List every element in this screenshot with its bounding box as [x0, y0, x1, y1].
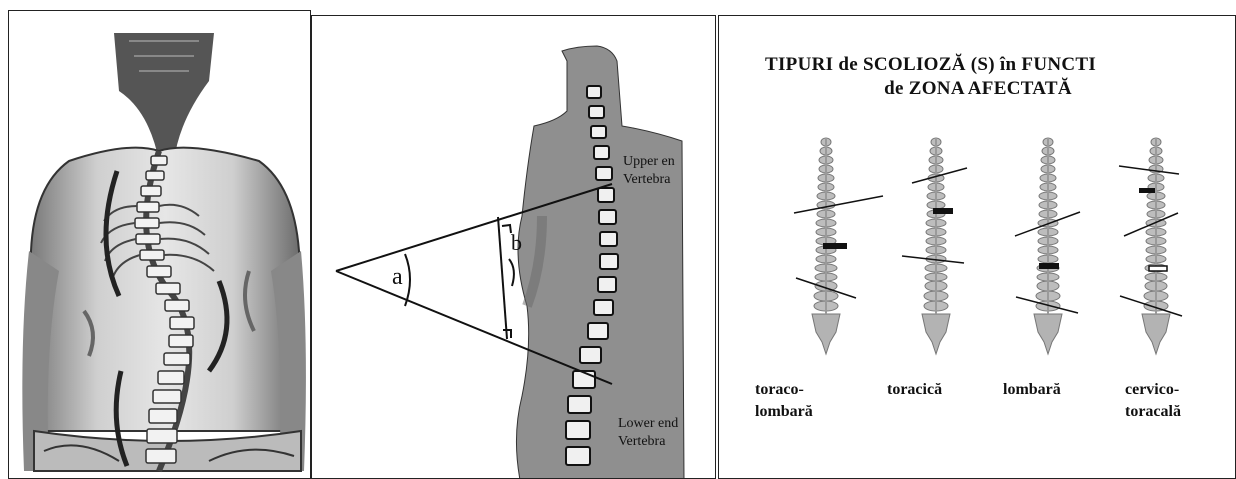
type-label-3: lombară: [1003, 379, 1061, 401]
type-label-2-line1: toracică: [887, 379, 942, 401]
type-label-4: cervico- toracală: [1125, 379, 1181, 423]
lower-end-line1: Lower end: [618, 415, 678, 433]
type-label-4-line1: cervico-: [1125, 379, 1181, 401]
hair: [114, 33, 214, 161]
upper-end-line2: Vertebra: [623, 171, 675, 189]
type-label-1: toraco- lombară: [755, 379, 813, 423]
upper-end-line1: Upper en: [623, 153, 675, 171]
cobb-angle-diagram: a b Upper en Vertebra Lower end Vertebra: [311, 15, 716, 479]
spine-toracica: [902, 138, 967, 354]
type-label-1-line2: lombară: [755, 401, 813, 423]
type-label-3-line1: lombară: [1003, 379, 1061, 401]
spine-lombara: [1015, 138, 1080, 354]
type-label-2: toracică: [887, 379, 942, 401]
type-label-1-line1: toraco-: [755, 379, 813, 401]
scoliosis-back-illustration: [8, 10, 311, 479]
spine-toraco-lombara: [794, 138, 883, 354]
type-label-4-line2: toracală: [1125, 401, 1181, 423]
upper-end-vertebra-label: Upper en Vertebra: [623, 153, 675, 189]
lower-end-line2: Vertebra: [618, 433, 678, 451]
spine-cervico-toracala: [1119, 138, 1182, 354]
lower-end-vertebra-label: Lower end Vertebra: [618, 415, 678, 451]
angle-b-label: b: [511, 230, 522, 256]
scoliosis-types-panel: TIPURI de SCOLIOZĂ (S) în FUNCTI de ZONA…: [718, 15, 1236, 479]
back-drawing: [9, 11, 311, 479]
angle-a-label: a: [392, 264, 403, 291]
